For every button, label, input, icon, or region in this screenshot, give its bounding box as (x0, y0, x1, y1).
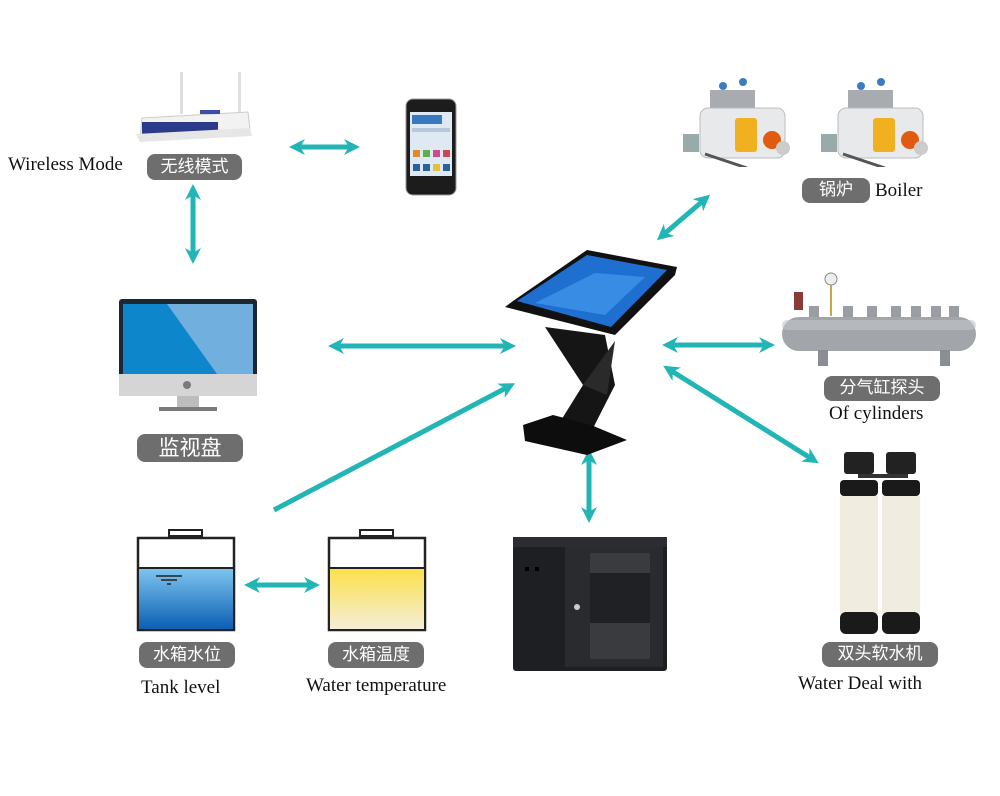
water-softener-icon (840, 452, 920, 634)
desktop-monitor-icon (119, 299, 257, 411)
water-temp-label-zh: 水箱温度 (328, 642, 424, 668)
node-wireless (130, 70, 260, 150)
tank-level-label-zh: 水箱水位 (139, 642, 235, 668)
node-phone (405, 98, 457, 196)
node-water-temp (327, 528, 427, 632)
arrow-kiosk-boiler (656, 194, 711, 241)
wireless-router-icon (136, 72, 252, 142)
softener-label-zh: 双头软水机 (822, 642, 938, 667)
touch-kiosk-icon (505, 250, 677, 455)
cylinder-label-en: Of cylinders (829, 403, 924, 424)
water-tank-level-icon (136, 529, 236, 632)
tank-level-label-en: Tank level (141, 677, 221, 698)
node-boiler (675, 72, 975, 170)
steam-cylinder-icon (782, 272, 976, 366)
node-softener (838, 452, 928, 637)
softener-label-en: Water Deal with (798, 673, 923, 694)
smartphone-icon (405, 98, 457, 196)
wireless-label-en: Wireless Mode (8, 154, 123, 175)
boiler-label-en: Boiler (875, 180, 923, 201)
boiler-icon (683, 76, 930, 170)
boiler-label-zh: 锅炉 (802, 178, 870, 203)
arrow-kiosk-softener (663, 365, 819, 464)
monitor-label-zh: 监视盘 (137, 434, 243, 462)
node-cylinder (780, 272, 978, 367)
node-cabinet (510, 535, 670, 673)
node-tank-level (136, 528, 236, 632)
server-cabinet-icon (513, 537, 667, 671)
arrow-tank-kiosk (272, 383, 516, 513)
water-temp-label-en: Water temperature (306, 675, 447, 696)
water-tank-temperature-icon (327, 529, 427, 632)
node-monitor (119, 299, 259, 419)
cylinder-label-zh: 分气缸探头 (824, 376, 940, 401)
node-kiosk (495, 245, 685, 460)
wireless-label-zh: 无线模式 (147, 154, 242, 180)
